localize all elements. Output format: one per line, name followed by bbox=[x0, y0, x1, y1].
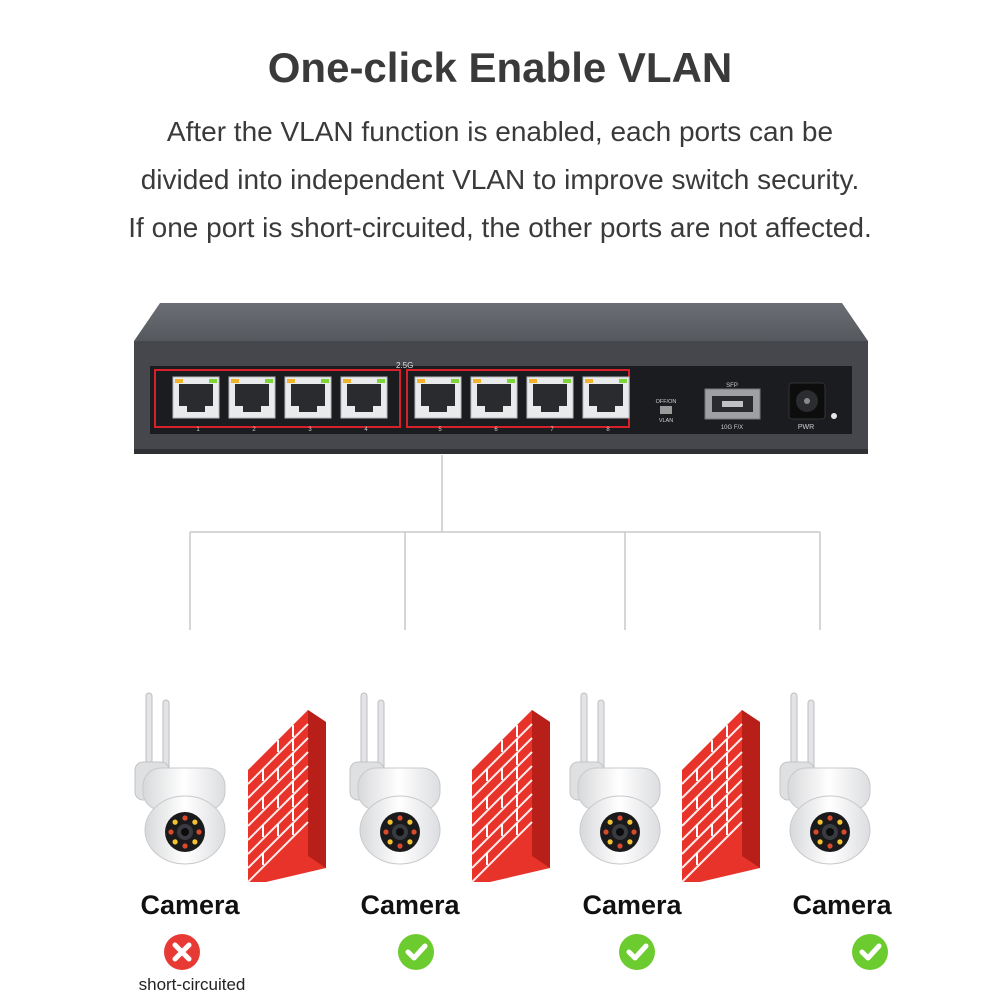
ip-camera-4 bbox=[779, 692, 871, 865]
port-led-amber bbox=[417, 379, 425, 383]
port-led-green bbox=[321, 379, 329, 383]
ethernet-port-8[interactable]: 8 bbox=[582, 376, 630, 433]
port-led-amber bbox=[175, 379, 183, 383]
camera-label-3: Camera bbox=[582, 890, 682, 920]
ethernet-port-7[interactable]: 7 bbox=[526, 376, 574, 433]
camera-label-1: Camera bbox=[140, 890, 240, 920]
power-led bbox=[831, 413, 837, 419]
port-led-green bbox=[451, 379, 459, 383]
check-circle-icon bbox=[398, 934, 434, 970]
port-led-amber bbox=[529, 379, 537, 383]
port-led-amber bbox=[585, 379, 593, 383]
port-number-label: 1 bbox=[196, 427, 200, 433]
port-number-label: 5 bbox=[438, 427, 442, 433]
connection-lines bbox=[189, 455, 821, 630]
ethernet-port-1[interactable]: 1 bbox=[172, 376, 220, 433]
camera-label-2: Camera bbox=[360, 890, 460, 920]
power-jack bbox=[788, 382, 826, 420]
check-circle-icon bbox=[852, 934, 888, 970]
port-group-label: 2.5G bbox=[396, 361, 413, 370]
ip-camera-2 bbox=[349, 692, 441, 865]
ethernet-port-5[interactable]: 5 bbox=[414, 376, 462, 433]
port-led-green bbox=[377, 379, 385, 383]
subtitle-line-1: After the VLAN function is enabled, each… bbox=[166, 116, 834, 147]
vlan-toggle-top-label: OFF/ON bbox=[656, 399, 677, 405]
switch-top-panel bbox=[134, 303, 868, 341]
port-number-label: 4 bbox=[364, 427, 368, 433]
port-led-green bbox=[507, 379, 515, 383]
port-number-label: 2 bbox=[252, 427, 256, 433]
ethernet-port-2[interactable]: 2 bbox=[228, 376, 276, 433]
firewall-brick-icon bbox=[247, 710, 326, 883]
port-led-amber bbox=[473, 379, 481, 383]
sfp-port[interactable] bbox=[704, 388, 761, 420]
vlan-toggle-bottom-label: VLAN bbox=[659, 418, 673, 424]
ip-camera-3 bbox=[569, 692, 661, 865]
sfp-bottom-label: 10G F/X bbox=[721, 425, 743, 431]
port-led-green bbox=[563, 379, 571, 383]
port-led-green bbox=[619, 379, 627, 383]
x-circle-icon bbox=[164, 934, 200, 970]
firewall-brick-icon bbox=[471, 710, 550, 883]
ethernet-port-3[interactable]: 3 bbox=[284, 376, 332, 433]
port-led-amber bbox=[287, 379, 295, 383]
port-group-frame-1 bbox=[154, 369, 401, 428]
port-led-amber bbox=[343, 379, 351, 383]
firewall-brick-icon bbox=[681, 710, 760, 883]
port-number-label: 7 bbox=[550, 427, 554, 433]
camera-label-4: Camera bbox=[792, 890, 892, 920]
page-title: One-click Enable VLAN bbox=[267, 44, 733, 91]
vlan-toggle[interactable] bbox=[660, 406, 672, 414]
ethernet-port-4[interactable]: 4 bbox=[340, 376, 388, 433]
port-number-label: 3 bbox=[308, 427, 312, 433]
port-led-green bbox=[209, 379, 217, 383]
port-led-amber bbox=[231, 379, 239, 383]
network-switch: 2.5G 1 2 3 4 5 6 7 8 OFF/ON VLAN SFP 10G F/X PW… bbox=[134, 303, 868, 454]
check-circle-icon bbox=[619, 934, 655, 970]
short-circuit-note: short-circuited bbox=[138, 975, 246, 994]
port-led-green bbox=[265, 379, 273, 383]
port-number-label: 8 bbox=[606, 427, 610, 433]
ethernet-port-6[interactable]: 6 bbox=[470, 376, 518, 433]
sfp-top-label: SFP bbox=[726, 383, 738, 389]
ip-camera-1 bbox=[134, 692, 226, 865]
power-label: PWR bbox=[798, 424, 814, 431]
port-number-label: 6 bbox=[494, 427, 498, 433]
subtitle-line-2: divided into independent VLAN to improve… bbox=[140, 164, 860, 195]
subtitle-line-3: If one port is short-circuited, the othe… bbox=[128, 212, 872, 243]
